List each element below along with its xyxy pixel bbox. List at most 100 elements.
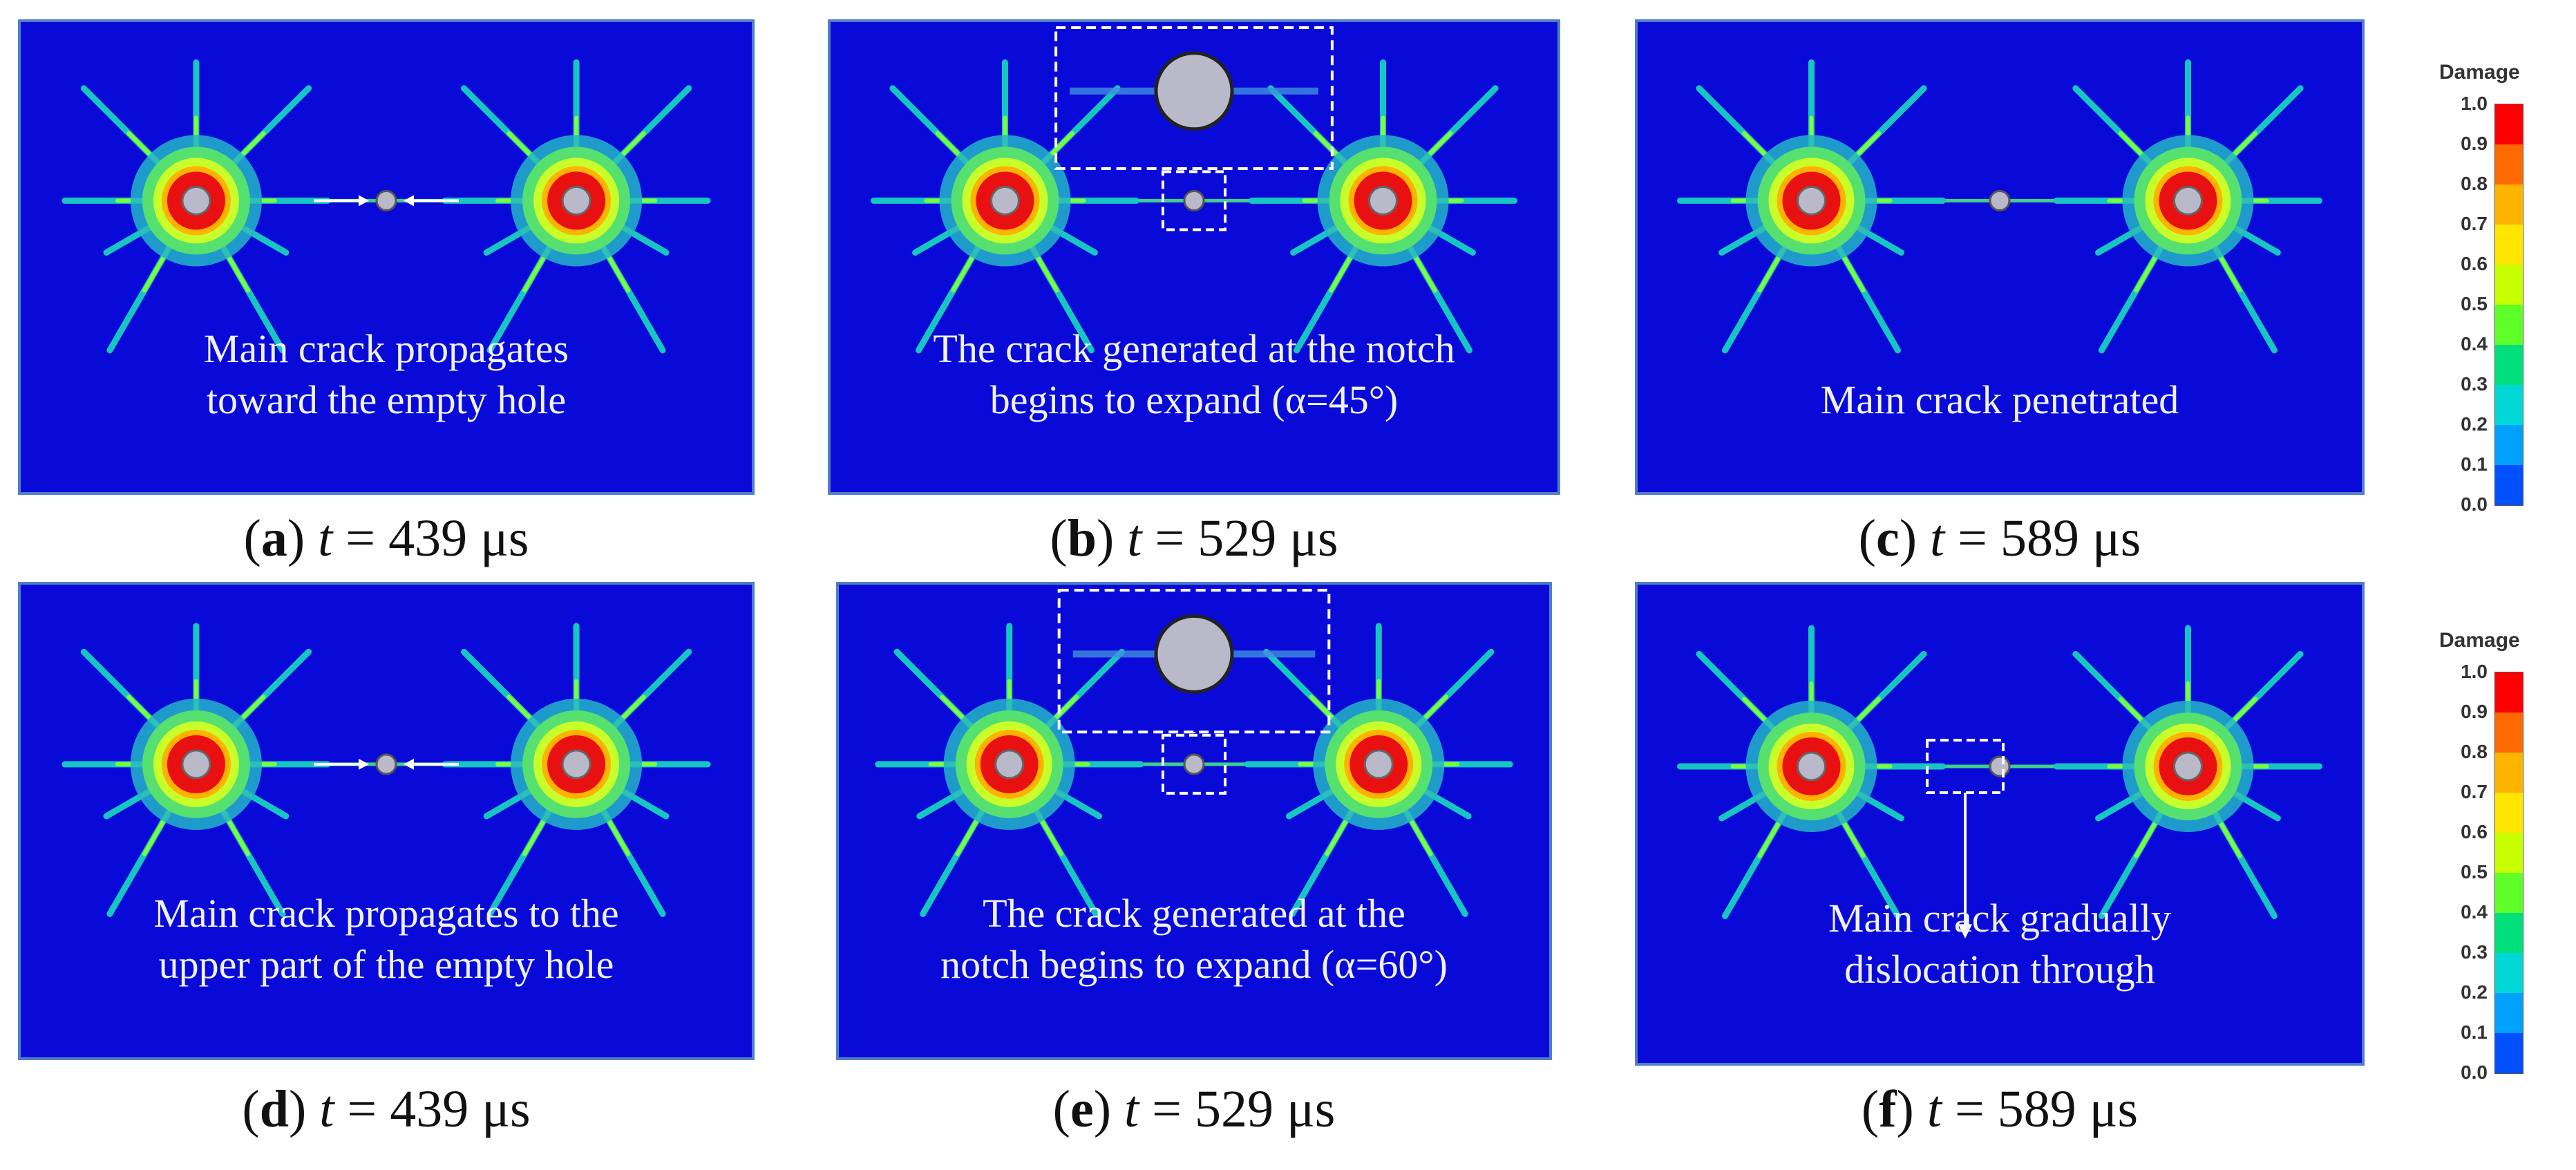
caption-a: (a) t = 439 μs (243, 509, 529, 567)
legend-tick-label: 0.7 (2461, 781, 2488, 802)
legend-tick-label: 0.5 (2461, 293, 2488, 314)
legend-color-segment (2495, 793, 2523, 833)
legend-tick-label: 0.9 (2461, 133, 2488, 154)
empty-hole (1989, 755, 2011, 777)
legend-colorbar (2494, 672, 2523, 1074)
zoom-inset-box (1057, 589, 1331, 734)
legend-color-segment (2495, 104, 2523, 144)
empty-hole (1183, 753, 1205, 775)
empty-hole (1989, 189, 2011, 211)
simulation-canvas (870, 26, 1518, 354)
legend-tick-label: 1.0 (2461, 93, 2488, 114)
panel-annotation-line: The crack generated at the notch (933, 325, 1455, 371)
zoomed-hole (1154, 51, 1234, 131)
legend-tick-label: 0.4 (2461, 333, 2488, 355)
panel-f: Main crack gradually dislocation through (1635, 582, 2365, 1066)
legend-tick-label: 0.2 (2461, 981, 2488, 1003)
caption-c: (c) t = 589 μs (1858, 509, 2141, 567)
legend-tick-label: 0.7 (2461, 213, 2488, 234)
legend-color-segment (2495, 225, 2523, 265)
panel-b: The crack generated at the notch begins t… (828, 19, 1560, 495)
legend-tick-label: 0.1 (2461, 1021, 2488, 1043)
blast-hole-left (61, 59, 331, 354)
legend-colorbar (2494, 104, 2523, 506)
panel-annotation-line: Main crack penetrated (1820, 377, 2179, 422)
simulation-canvas (875, 589, 1513, 917)
legend-color-segment (2495, 993, 2523, 1033)
caption-f: (f) t = 589 μs (1861, 1080, 2139, 1138)
blast-hole-left (61, 623, 331, 917)
zoomed-hole (1154, 614, 1234, 694)
blast-hole-right (2053, 59, 2322, 354)
blast-hole-right (1249, 59, 1518, 354)
panel-annotation-line: toward the empty hole (206, 377, 567, 422)
blast-hole-left (1677, 59, 1947, 354)
legend-color-segment (2495, 713, 2523, 753)
blast-hole-right (442, 59, 711, 354)
empty-hole (1183, 189, 1205, 211)
legend-tick-label: 0.3 (2461, 941, 2488, 963)
blast-hole-left (870, 59, 1139, 354)
legend-tick-label: 0.8 (2461, 173, 2488, 194)
legend-color-segment (2495, 873, 2523, 913)
legend-color-segment (2495, 185, 2523, 225)
panel-annotation-line: notch begins to expand (α=60°) (940, 942, 1448, 988)
legend-tick-label: 0.0 (2461, 1062, 2488, 1083)
legend-tick-label: 0.6 (2461, 253, 2488, 274)
legend-tick-label: 0.9 (2461, 701, 2488, 722)
panel-e: The crack generated at the notch begins t… (836, 582, 1552, 1060)
legend-color-segment (2495, 672, 2523, 713)
panel-d: Main crack propagates to the upper part o… (18, 582, 755, 1060)
legend-tick-label: 0.6 (2461, 821, 2488, 842)
blast-hole-right (2053, 625, 2322, 919)
legend-color-segment (2495, 1033, 2523, 1073)
panel-annotation-line: The crack generated at the (983, 891, 1405, 936)
legend-tick-label: 0.2 (2461, 413, 2488, 435)
panel-annotation-line: Main crack propagates to the (153, 891, 619, 936)
legend-color-segment (2495, 345, 2523, 385)
panel-annotation-line: begins to expand (α=45°) (989, 377, 1399, 422)
damage-legend-top: Damage 1.0 0.9 0.8 0.7 0.6 0.5 0.4 0.3 0.2 0.1 0.0 (2425, 61, 2570, 531)
legend-tick-label: 0.8 (2461, 741, 2488, 762)
legend-title: Damage (2439, 61, 2520, 84)
simulation-canvas (61, 623, 711, 917)
simulation-canvas (1677, 625, 2322, 939)
panel-c: Main crack penetrated (1635, 19, 2365, 495)
panel-annotation-line: dislocation through (1844, 947, 2155, 992)
caption-d: (d) t = 439 μs (242, 1080, 531, 1138)
legend-tick-label: 0.5 (2461, 861, 2488, 883)
empty-hole (375, 753, 397, 775)
legend-color-segment (2495, 465, 2523, 505)
blast-hole-left (1677, 625, 1947, 919)
legend-color-segment (2495, 305, 2523, 345)
legend-tick-label: 0.3 (2461, 373, 2488, 395)
panel-annotation-line: upper part of the empty hole (158, 942, 614, 988)
legend-color-segment (2495, 953, 2523, 993)
panel-a: Main crack propagates toward the empty ho… (18, 19, 755, 495)
zoom-source-box (1162, 170, 1227, 232)
blast-hole-right (442, 623, 711, 917)
dislocation-box (1926, 738, 2005, 794)
simulation-canvas (1677, 59, 2322, 354)
legend-tick-label: 1.0 (2461, 661, 2488, 682)
legend-tick-label: 0.0 (2461, 493, 2488, 515)
legend-tick-label: 0.4 (2461, 901, 2488, 923)
caption-e: (e) t = 529 μs (1052, 1080, 1336, 1138)
legend-color-segment (2495, 425, 2523, 465)
panel-annotation-line: Main crack propagates (203, 325, 569, 371)
legend-title: Damage (2439, 629, 2520, 652)
legend-color-segment (2495, 265, 2523, 305)
blast-hole-right (1244, 623, 1513, 917)
caption-b: (b) t = 529 μs (1050, 509, 1338, 567)
damage-legend-bottom: Damage 1.0 0.9 0.8 0.7 0.6 0.5 0.4 0.3 0.2 0.1 0.0 (2425, 629, 2570, 1099)
legend-tick-label: 0.1 (2461, 453, 2488, 475)
legend-color-segment (2495, 385, 2523, 425)
panel-annotation-line: Main crack gradually (1828, 896, 2171, 941)
zoom-source-box (1162, 733, 1227, 795)
blast-hole-left (875, 623, 1144, 917)
empty-hole (375, 189, 397, 211)
legend-color-segment (2495, 144, 2523, 185)
legend-color-segment (2495, 913, 2523, 953)
simulation-canvas (61, 59, 711, 354)
legend-color-segment (2495, 753, 2523, 793)
